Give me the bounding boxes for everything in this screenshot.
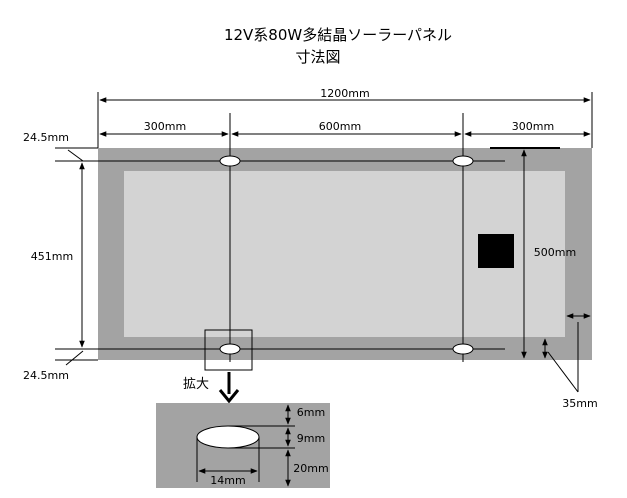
dim-label-hole-spacing: 451mm <box>31 250 73 263</box>
dim-label-frame-width: 35mm <box>562 397 597 410</box>
dim-label-top-offset: 24.5mm <box>23 131 69 144</box>
dim-label-zoom-hole-width: 14mm <box>210 474 245 487</box>
dim-label-left-section: 300mm <box>144 120 186 133</box>
mounting-hole <box>452 155 474 167</box>
dim-label-right-section: 300mm <box>512 120 554 133</box>
dim-label-zoom-bottom-margin: 20mm <box>293 462 328 475</box>
leader-frame-width-a <box>547 351 579 393</box>
zoom-arrow-head-icon <box>218 389 240 404</box>
dim-label-zoom-hole-height: 9mm <box>297 432 325 445</box>
mounting-hole <box>219 155 241 167</box>
mounting-hole <box>452 343 474 355</box>
dim-label-panel-height: 500mm <box>534 246 576 259</box>
mounting-hole <box>219 343 241 355</box>
title-line-2: 寸法図 <box>295 48 340 66</box>
leader-bottom-offset <box>65 350 84 366</box>
dim-label-bottom-offset: 24.5mm <box>23 369 69 382</box>
dim-label-total-width: 1200mm <box>320 87 369 100</box>
dim-label-middle-section: 600mm <box>319 120 361 133</box>
zoom-mounting-hole <box>196 425 260 449</box>
title-line-1: 12V系80W多結晶ソーラーパネル <box>224 26 452 44</box>
zoom-label: 拡大 <box>183 377 209 392</box>
dim-label-zoom-top-margin: 6mm <box>297 406 325 419</box>
zoom-region-box <box>204 329 253 371</box>
top-right-edge-mark <box>490 147 560 149</box>
junction-box <box>478 234 514 268</box>
leader-top-offset <box>67 149 84 162</box>
